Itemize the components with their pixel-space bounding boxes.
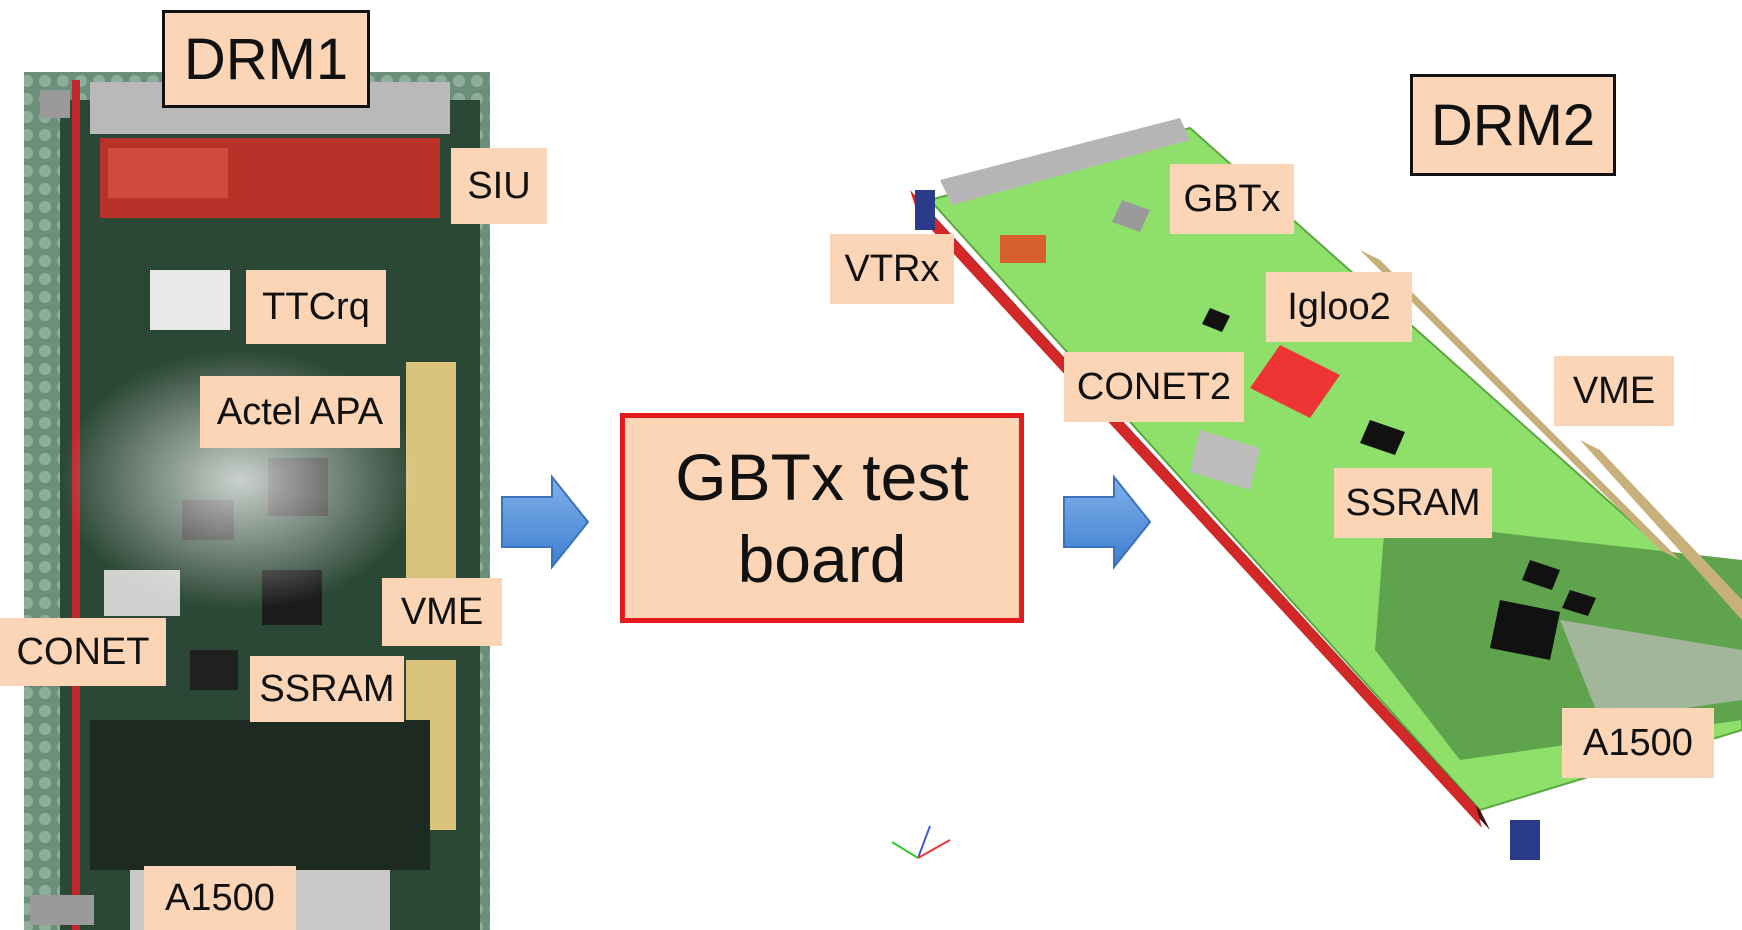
drm2-label-ssram: SSRAM	[1334, 468, 1492, 538]
center-gbtx-test-board: GBTx test board	[620, 413, 1024, 623]
drm2-label-conet2: CONET2	[1064, 352, 1244, 422]
drm1-label-a1500: A1500	[144, 866, 296, 930]
drm1-label-vme: VME	[382, 578, 502, 646]
drm1-board-photo	[24, 72, 490, 930]
drm2-label-igloo2: Igloo2	[1266, 272, 1412, 342]
drm1-label-siu: SIU	[451, 148, 547, 224]
drm2-label-vme: VME	[1554, 356, 1674, 426]
drm1-label-actel: Actel APA	[200, 376, 400, 448]
drm2-title: DRM2	[1410, 74, 1616, 176]
arrow-right-1	[501, 474, 590, 570]
drm1-label-ttcrq: TTCrq	[246, 270, 386, 344]
drm2-label-gbtx: GBTx	[1170, 164, 1294, 234]
drm2-label-a1500: A1500	[1562, 708, 1714, 778]
drm1-title: DRM1	[162, 10, 370, 108]
drm1-label-ssram: SSRAM	[250, 656, 404, 722]
axis-triad-icon	[891, 825, 951, 859]
arrow-right-2	[1063, 474, 1152, 570]
drm2-label-vtrx: VTRx	[830, 234, 954, 304]
center-line-2: board	[737, 522, 907, 596]
center-line-1: GBTx test	[675, 439, 969, 514]
drm1-label-conet: CONET	[0, 618, 166, 686]
